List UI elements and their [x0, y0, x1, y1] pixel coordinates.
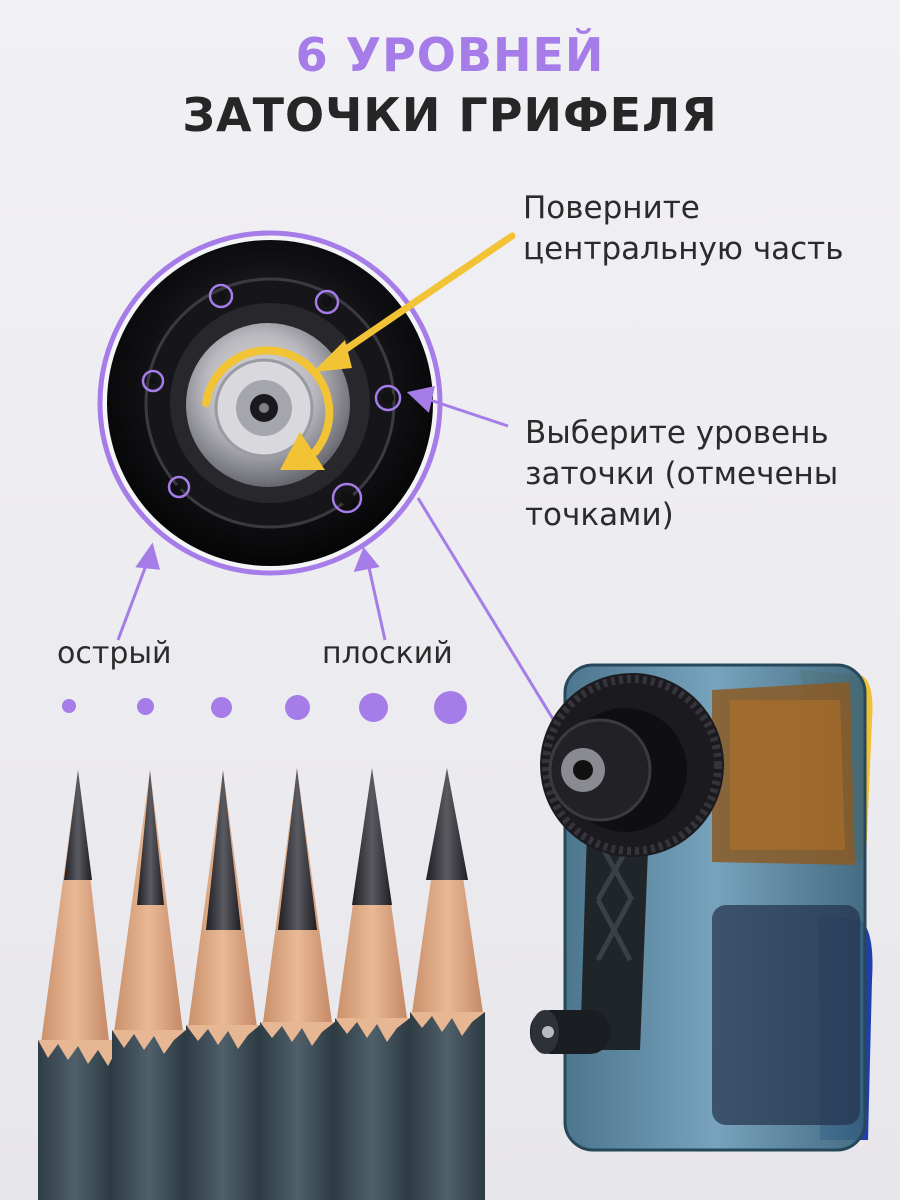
- level-markers: [141, 283, 402, 514]
- level-dot-1: [62, 699, 76, 713]
- leader-lines: [116, 386, 580, 761]
- curved-rotate-arrow-icon: [202, 346, 334, 470]
- rotate-callout: Поверните центральную часть: [523, 188, 844, 270]
- sharpener: [530, 663, 873, 1152]
- pencil-1: [38, 770, 122, 1200]
- pencil-5: [335, 768, 410, 1200]
- level-dot-6: [434, 691, 467, 724]
- pencils: [38, 768, 485, 1200]
- rotate-callout-line-2: центральную часть: [523, 231, 844, 267]
- level-dot-4: [285, 695, 310, 720]
- sharp-level-label: острый: [57, 636, 172, 671]
- pointer-arrow-icon: [313, 232, 516, 372]
- select-level-callout: Выберите уровень заточки (отмечены точка…: [525, 413, 838, 536]
- pencil-3: [186, 770, 260, 1200]
- level-dot-2: [137, 698, 154, 715]
- title-line-2: ЗАТОЧКИ ГРИФЕЛЯ: [182, 88, 718, 142]
- select-callout-line-1: Выберите уровень: [525, 415, 829, 451]
- select-callout-line-2: заточки (отмечены: [525, 456, 839, 492]
- pencil-2: [112, 770, 186, 1200]
- flat-level-label: плоский: [322, 636, 453, 671]
- select-callout-line-3: точками): [525, 497, 674, 533]
- level-dot-5: [359, 693, 388, 722]
- title-line-1: 6 УРОВНЕЙ: [295, 28, 605, 82]
- pencil-6: [410, 768, 485, 1200]
- level-dot-3: [211, 697, 232, 718]
- pencil-4: [260, 768, 335, 1200]
- rotate-callout-line-1: Поверните: [523, 190, 700, 226]
